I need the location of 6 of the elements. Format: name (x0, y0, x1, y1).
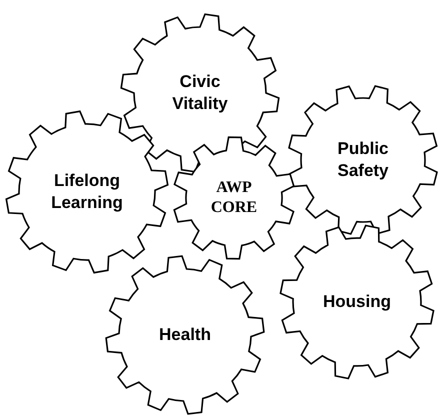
gear-label: Lifelong Learning (50, 170, 124, 214)
gear-label: Health (158, 324, 212, 346)
gear-label: AWP CORE (210, 178, 258, 218)
gear-label: Housing (322, 291, 392, 313)
gear-label: Civic Vitality (171, 71, 229, 115)
gear-label: Public Safety (336, 138, 390, 182)
